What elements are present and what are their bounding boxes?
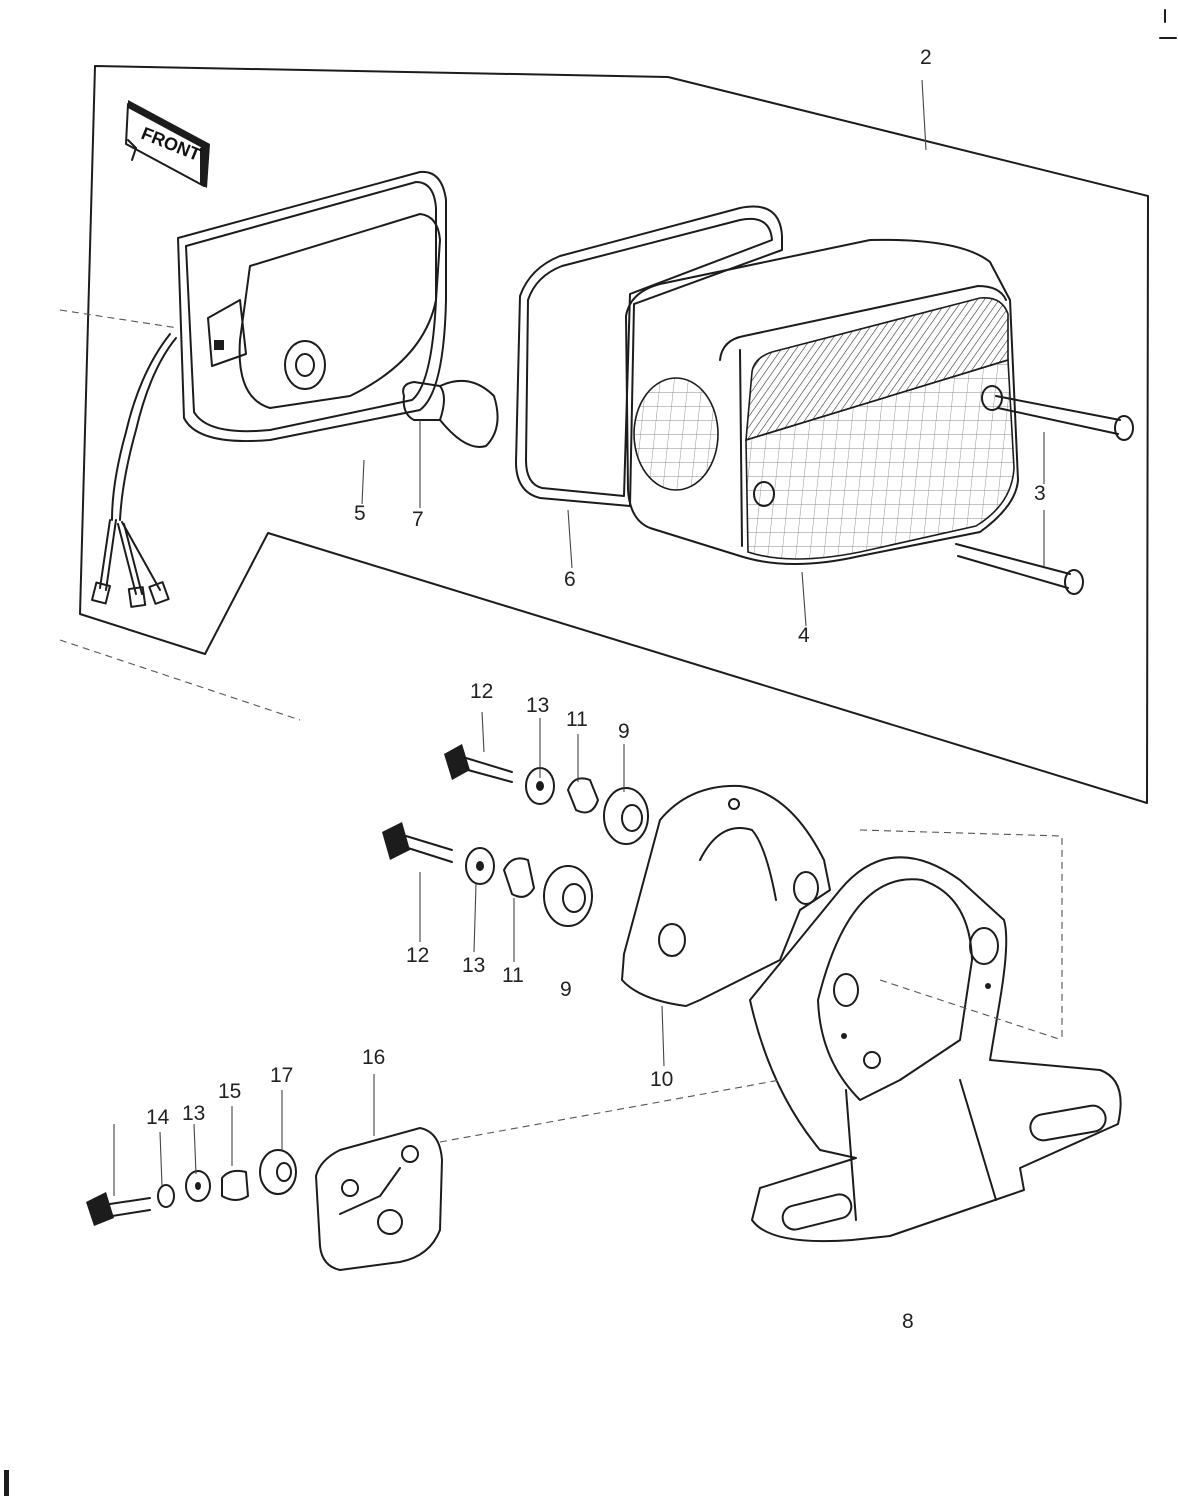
callout-16: 16 xyxy=(362,1046,385,1069)
callout-17: 17 xyxy=(270,1064,293,1087)
callout-13-lower: 13 xyxy=(462,954,485,977)
fastener-row-rear xyxy=(86,1149,297,1226)
callout-4: 4 xyxy=(798,624,810,647)
callout-5: 5 xyxy=(354,502,366,525)
callout-13-rear: 13 xyxy=(182,1102,205,1125)
fastener-row-lower xyxy=(382,822,593,927)
fastener-row-upper xyxy=(444,744,649,845)
wiring-harness xyxy=(91,333,177,608)
callout-11-upper: 11 xyxy=(566,708,588,731)
bulb xyxy=(402,379,499,448)
lamp-housing xyxy=(177,170,447,443)
license-bracket xyxy=(749,856,1122,1243)
bracket xyxy=(621,784,831,1007)
callout-12-upper: 12 xyxy=(470,680,493,703)
page-edge-marks xyxy=(4,9,1177,1496)
callout-10: 10 xyxy=(650,1068,673,1091)
mount-plate xyxy=(315,1127,443,1271)
callout-9-lower: 9 xyxy=(560,978,572,1001)
leader-lines xyxy=(59,79,1063,1196)
callout-15: 15 xyxy=(218,1080,241,1103)
callout-11-lower: 11 xyxy=(502,964,524,987)
callout-2: 2 xyxy=(920,46,932,69)
callout-12-lower: 12 xyxy=(406,944,429,967)
gasket xyxy=(515,205,783,507)
assembly-outline xyxy=(79,65,1149,804)
lens-screws xyxy=(955,395,1134,595)
callout-8: 8 xyxy=(902,1310,914,1333)
callouts: 2 5 7 6 3 4 12 13 11 9 12 13 11 9 10 16 … xyxy=(146,46,1046,1333)
callout-3: 3 xyxy=(1034,482,1046,505)
callout-6: 6 xyxy=(564,568,576,591)
callout-9-upper: 9 xyxy=(618,720,630,743)
callout-7: 7 xyxy=(412,508,424,531)
lens-body xyxy=(625,238,1019,565)
front-badge: FRONT xyxy=(125,100,210,188)
callout-13-upper: 13 xyxy=(526,694,549,717)
callout-14: 14 xyxy=(146,1106,170,1129)
